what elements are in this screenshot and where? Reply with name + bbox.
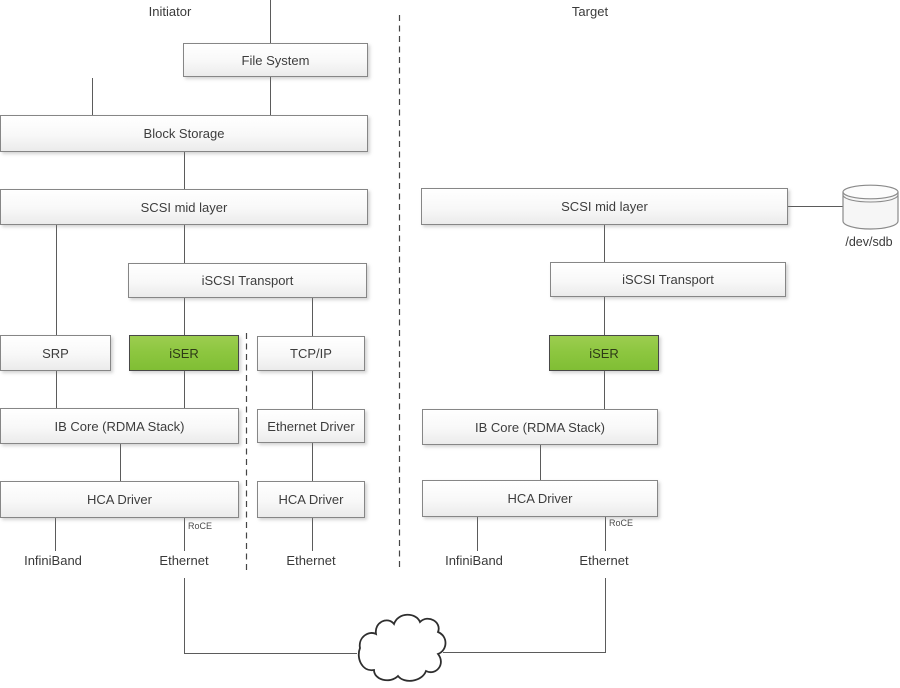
box-srp: SRP bbox=[0, 335, 111, 371]
network-cloud-icon bbox=[357, 613, 447, 682]
connector-lines bbox=[55, 0, 843, 654]
box-ib-core-target: IB Core (RDMA Stack) bbox=[422, 409, 658, 445]
box-iser-target: iSER bbox=[549, 335, 659, 371]
device-path-label: /dev/sdb bbox=[845, 235, 893, 249]
ethernet-label-tcp: Ethernet bbox=[286, 553, 336, 568]
box-scsi-mid-layer-initiator: SCSI mid layer bbox=[0, 189, 368, 225]
target-ethernet-to-cloud-line bbox=[443, 578, 606, 653]
box-iscsi-transport-initiator: iSCSI Transport bbox=[128, 263, 367, 298]
roce-label-initiator: RoCE bbox=[188, 521, 213, 531]
box-file-system: File System bbox=[183, 43, 368, 77]
box-iscsi-transport-target: iSCSI Transport bbox=[550, 262, 786, 297]
box-hca-driver-target: HCA Driver bbox=[422, 480, 658, 517]
ethernet-label-initiator: Ethernet bbox=[159, 553, 209, 568]
target-section-title: Target bbox=[571, 4, 609, 19]
dashed-separators bbox=[245, 15, 401, 574]
box-ethernet-driver: Ethernet Driver bbox=[257, 409, 365, 443]
ethernet-label-target: Ethernet bbox=[579, 553, 629, 568]
box-iser-initiator: iSER bbox=[129, 335, 239, 371]
box-hca-driver-ethernet: HCA Driver bbox=[257, 481, 365, 518]
roce-label-target: RoCE bbox=[609, 518, 634, 528]
box-tcpip: TCP/IP bbox=[257, 336, 365, 371]
infiniband-label-target: InfiniBand bbox=[445, 553, 503, 568]
disk-icon bbox=[842, 184, 899, 230]
box-scsi-mid-layer-target: SCSI mid layer bbox=[421, 188, 788, 225]
ethernet-to-cloud-line bbox=[184, 578, 357, 654]
infiniband-label-initiator: InfiniBand bbox=[24, 553, 82, 568]
box-block-storage: Block Storage bbox=[0, 115, 368, 152]
initiator-section-title: Initiator bbox=[148, 4, 192, 19]
box-hca-driver-initiator: HCA Driver bbox=[0, 481, 239, 518]
box-ib-core-initiator: IB Core (RDMA Stack) bbox=[0, 408, 239, 444]
